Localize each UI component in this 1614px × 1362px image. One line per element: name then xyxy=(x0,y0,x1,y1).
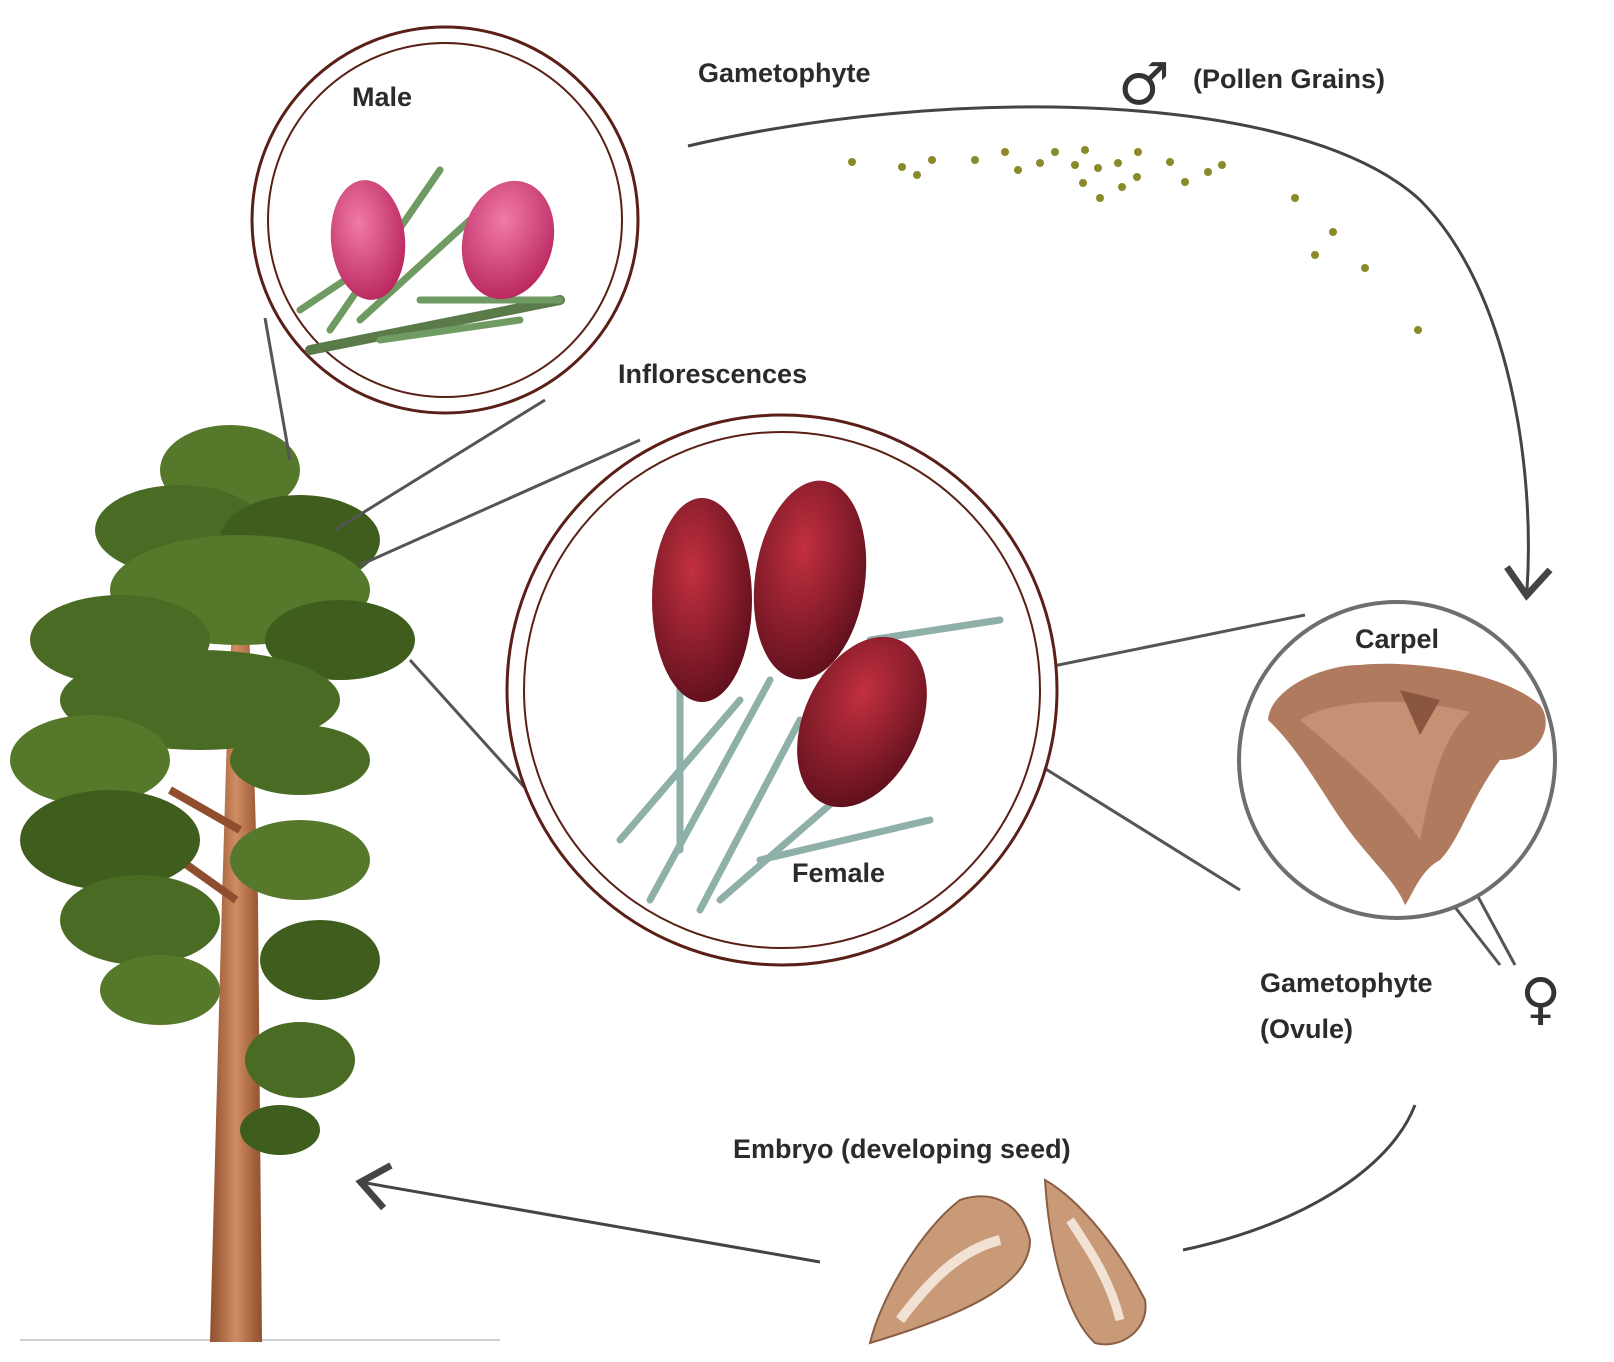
gametophyte-bottom-label: Gametophyte xyxy=(1260,968,1433,998)
seed-to-tree-arrow xyxy=(366,1183,820,1262)
tree-illustration xyxy=(10,425,500,1342)
male-symbol-icon: ♂ xyxy=(1118,50,1170,118)
gametophyte-top-label: Gametophyte xyxy=(698,58,871,88)
female-cone-circle: Female xyxy=(507,415,1057,965)
carpel-label: Carpel xyxy=(1355,624,1439,654)
pollen-grains xyxy=(848,146,1422,334)
male-label: Male xyxy=(352,82,412,112)
ovule-label: (Ovule) xyxy=(1260,1014,1353,1044)
male-cone-circle: Male xyxy=(252,27,638,413)
pollen-grains-label: (Pollen Grains) xyxy=(1193,64,1385,94)
ovule-to-seed-arc xyxy=(1183,1105,1415,1250)
female-label: Female xyxy=(792,858,885,888)
tree-foliage xyxy=(10,425,415,1155)
carpel-circle: Carpel xyxy=(1239,602,1555,918)
inflorescences-label: Inflorescences xyxy=(618,359,807,389)
seed-illustration xyxy=(870,1180,1146,1344)
female-symbol-icon: ♀ xyxy=(1520,967,1561,1032)
embryo-label: Embryo (developing seed) xyxy=(733,1134,1071,1164)
